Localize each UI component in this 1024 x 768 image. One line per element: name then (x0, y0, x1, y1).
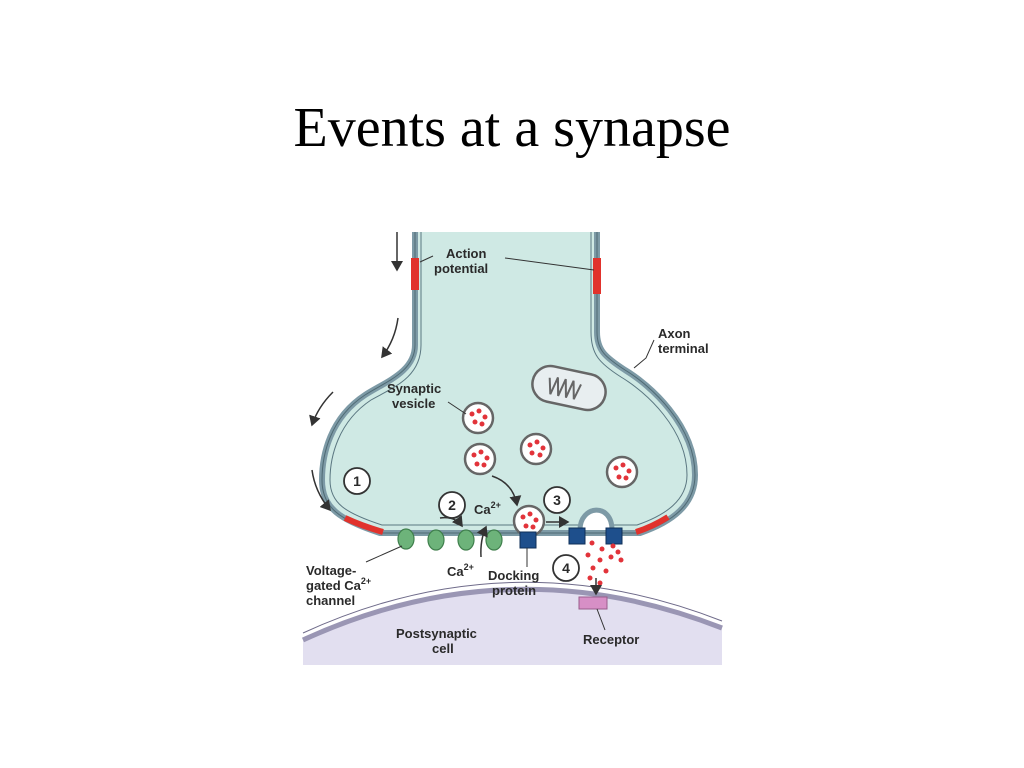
step-4: 4 (552, 554, 580, 582)
svg-text:1: 1 (353, 473, 361, 489)
label-receptor: Receptor (583, 632, 639, 647)
label-axon-terminal-1: Axon (658, 326, 691, 341)
vesicle (463, 442, 497, 476)
label-axon-terminal-2: terminal (658, 341, 709, 356)
label-ca-2: Ca2+ (474, 500, 501, 517)
label-voltage-gated-2: gated Ca2+ (306, 576, 371, 593)
calcium-channels (397, 528, 503, 551)
diagram-labels: Action potential Axon terminal Synaptic … (306, 246, 709, 656)
action-potential-segments (343, 258, 670, 535)
vesicle (605, 455, 639, 489)
label-synaptic-vesicle-2: vesicle (392, 396, 435, 411)
mitochondrion (531, 364, 607, 412)
label-voltage-gated-1: Voltage- (306, 563, 356, 578)
vesicle (519, 432, 553, 466)
label-synaptic-vesicle-1: Synaptic (387, 381, 441, 396)
leader-lines (365, 255, 655, 631)
vesicle (461, 401, 495, 435)
process-arrows (439, 475, 602, 596)
receptor (578, 596, 608, 610)
slide-title: Events at a synapse (293, 97, 731, 159)
svg-text:3: 3 (553, 492, 561, 508)
label-action-potential-1: Action (446, 246, 487, 261)
step-3: 3 (543, 486, 571, 514)
label-ca-channel-entry: Ca2+ (447, 562, 474, 579)
axon-terminal (318, 232, 699, 536)
label-action-potential-2: potential (434, 261, 488, 276)
step-1: 1 (343, 467, 371, 495)
neurotransmitter-molecules (585, 540, 624, 604)
fusion-pore (577, 507, 615, 531)
label-docking-protein-2: protein (492, 583, 536, 598)
docking-proteins (519, 527, 623, 549)
postsynaptic-cell (301, 581, 723, 665)
label-voltage-gated-3: channel (306, 593, 355, 608)
svg-text:2: 2 (448, 497, 456, 513)
svg-text:4: 4 (562, 560, 570, 576)
propagation-arrows (309, 232, 403, 512)
label-postsynaptic-1: Postsynaptic (396, 626, 477, 641)
synaptic-vesicles (461, 401, 639, 538)
label-postsynaptic-2: cell (432, 641, 454, 656)
label-docking-protein-1: Docking (488, 568, 539, 583)
step-2: 2 (438, 491, 466, 519)
step-markers: 1 2 3 4 (343, 467, 580, 582)
